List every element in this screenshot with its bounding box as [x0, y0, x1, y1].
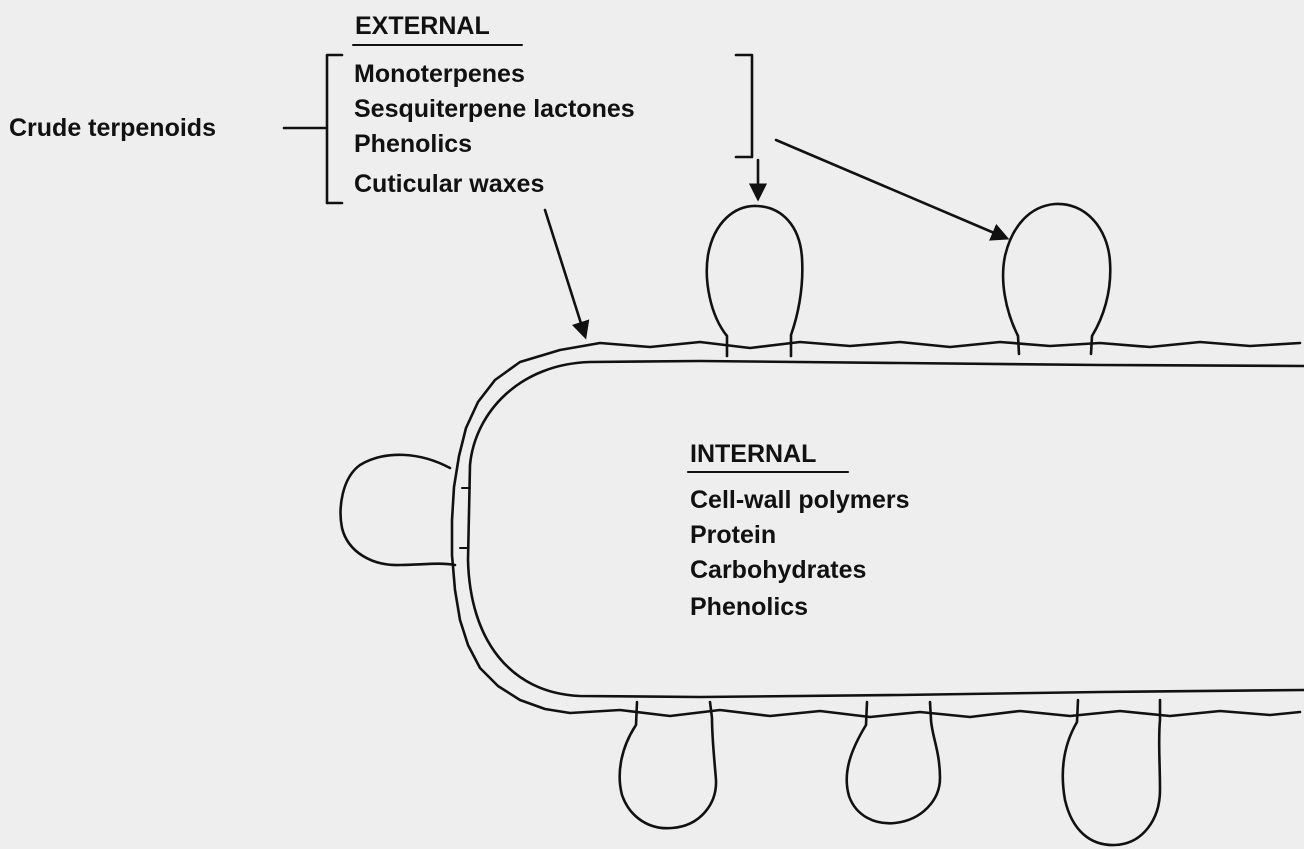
arrow-to-cuticle: [545, 210, 585, 336]
glandular-trichome: [1003, 204, 1110, 354]
external-heading: EXTERNAL: [355, 12, 490, 40]
inner-cell-wall-outline: [468, 361, 1304, 697]
glandular-trichome: [707, 206, 803, 356]
glandular-trichome: [341, 455, 455, 565]
internal-item-protein: Protein: [690, 521, 776, 549]
external-item-phenolics: Phenolics: [354, 130, 472, 158]
outer-cuticle-outline: [452, 342, 1300, 717]
external-item-cuticular-waxes: Cuticular waxes: [354, 170, 544, 198]
internal-heading: INTERNAL: [690, 440, 816, 468]
crude-terpenoids-label: Crude terpenoids: [9, 114, 216, 142]
arrow-to-trichome-2: [776, 140, 1006, 238]
glandular-trichome: [847, 702, 940, 823]
internal-item-phenolics: Phenolics: [690, 593, 808, 621]
internal-item-cell-wall-polymers: Cell-wall polymers: [690, 486, 910, 514]
external-item-sesquiterpene-lactones: Sesquiterpene lactones: [354, 95, 635, 123]
external-left-bracket: [327, 55, 342, 203]
external-item-monoterpenes: Monoterpenes: [354, 60, 525, 88]
internal-item-carbohydrates: Carbohydrates: [690, 556, 866, 584]
external-right-bracket: [736, 55, 752, 157]
glandular-trichome: [1063, 700, 1160, 845]
glandular-trichome: [620, 702, 716, 828]
